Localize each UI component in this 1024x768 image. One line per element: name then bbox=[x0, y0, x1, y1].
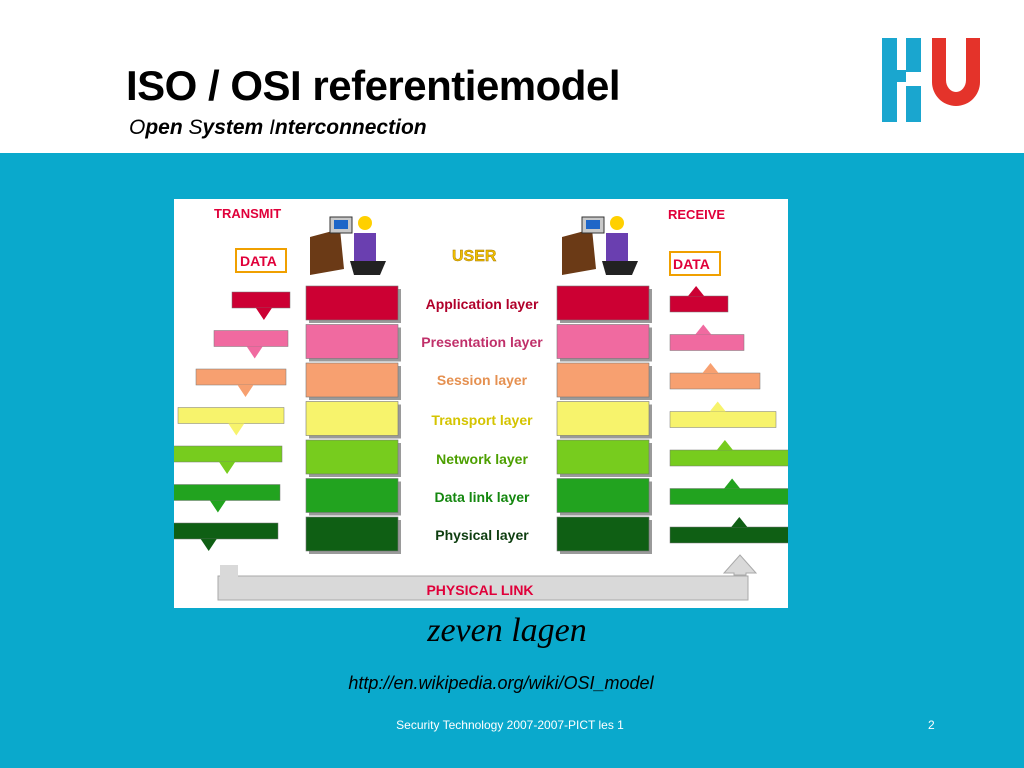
receive-bar-session bbox=[669, 372, 761, 390]
receive-label: RECEIVE bbox=[668, 207, 725, 222]
layer-block-right-presentation bbox=[556, 324, 650, 359]
transmit-bar-physical bbox=[174, 522, 279, 540]
subtitle-s: S bbox=[188, 116, 203, 139]
receive-bar-datalink bbox=[669, 488, 788, 505]
transmit-bar-datalink bbox=[174, 484, 281, 501]
transmit-arrow-presentation bbox=[246, 346, 263, 359]
layer-label-session: Session layer bbox=[437, 372, 528, 388]
layer-block-left-datalink bbox=[305, 478, 399, 513]
data-left-box bbox=[235, 248, 287, 273]
slide-caption: zeven lagen bbox=[427, 612, 587, 649]
user-computer-icon-right bbox=[562, 216, 638, 275]
transmit-bar-session bbox=[195, 368, 287, 386]
data-right-box bbox=[669, 251, 721, 276]
transmit-bar-application bbox=[231, 291, 291, 309]
subtitle-pen: pen bbox=[145, 116, 189, 139]
subtitle-ystem: ystem bbox=[202, 116, 270, 139]
user-computer-icon-left bbox=[310, 216, 386, 275]
receive-arrow-physical bbox=[731, 517, 748, 527]
receive-arrow-application bbox=[688, 286, 705, 296]
logo-h-right-bottom bbox=[906, 86, 921, 122]
osi-diagram: TRANSMIT RECEIVE DATA DATA USER Applicat… bbox=[174, 199, 788, 608]
transmit-bar-network bbox=[174, 445, 283, 463]
receive-arrow-presentation bbox=[695, 324, 712, 335]
transmit-arrow-session bbox=[237, 385, 254, 397]
logo-h-left bbox=[882, 38, 897, 122]
logo-h-right-top bbox=[906, 38, 921, 72]
layer-block-right-session bbox=[556, 362, 650, 398]
subtitle-nterconnection: nterconnection bbox=[274, 116, 427, 139]
hu-logo bbox=[882, 38, 980, 122]
transmit-bar-transport bbox=[177, 407, 285, 424]
logo-h-bar bbox=[897, 70, 906, 82]
page-title: ISO / OSI referentiemodel bbox=[126, 62, 620, 109]
physical-link-label: PHYSICAL LINK bbox=[426, 582, 533, 598]
layer-label-datalink: Data link layer bbox=[435, 489, 530, 505]
layer-block-left-session bbox=[305, 362, 399, 398]
layer-label-presentation: Presentation layer bbox=[421, 334, 543, 350]
data-right-label: DATA bbox=[673, 256, 710, 272]
user-label: USER bbox=[452, 248, 497, 265]
receive-arrow-transport bbox=[709, 401, 726, 412]
layer-stack bbox=[174, 285, 788, 554]
transmit-arrow-physical bbox=[200, 539, 217, 551]
transmit-arrow-datalink bbox=[209, 500, 226, 513]
receive-bar-transport bbox=[669, 411, 777, 428]
page-number: 2 bbox=[928, 718, 935, 732]
slide-footer: Security Technology 2007-2007-PICT les 1 bbox=[396, 718, 624, 732]
logo-u bbox=[932, 38, 980, 106]
layer-block-right-network bbox=[556, 439, 650, 475]
layer-block-right-application bbox=[556, 285, 650, 321]
transmit-label: TRANSMIT bbox=[214, 206, 281, 221]
wikipedia-link[interactable]: http://en.wikipedia.org/wiki/OSI_model bbox=[348, 673, 654, 693]
receive-bar-network bbox=[669, 449, 788, 467]
receive-bar-physical bbox=[669, 526, 788, 544]
receive-arrow-network bbox=[716, 440, 733, 450]
receive-arrow-session bbox=[702, 363, 719, 373]
receive-bar-presentation bbox=[669, 334, 745, 351]
layer-block-right-physical bbox=[556, 516, 650, 552]
layer-block-left-application bbox=[305, 285, 399, 321]
slide-header bbox=[0, 0, 1024, 153]
layer-label-application: Application layer bbox=[426, 296, 539, 312]
layer-block-right-transport bbox=[556, 401, 650, 436]
receive-bar-application bbox=[669, 295, 729, 313]
layer-label-network: Network layer bbox=[436, 451, 528, 467]
layer-label-physical: Physical layer bbox=[435, 527, 529, 543]
subtitle-o: O bbox=[129, 116, 146, 139]
layer-block-left-network bbox=[305, 439, 399, 475]
subtitle-i: I bbox=[269, 116, 275, 139]
layer-block-left-presentation bbox=[305, 324, 399, 359]
layer-block-left-physical bbox=[305, 516, 399, 552]
physical-link-arrow bbox=[217, 554, 758, 601]
layer-labels: Application layer Presentation layer Ses… bbox=[421, 296, 543, 543]
data-left-label: DATA bbox=[240, 253, 277, 269]
page-subtitle: Open System Interconnection bbox=[129, 116, 427, 140]
layer-block-left-transport bbox=[305, 401, 399, 436]
layer-block-right-datalink bbox=[556, 478, 650, 513]
receive-arrow-datalink bbox=[724, 478, 741, 489]
transmit-arrow-network bbox=[219, 462, 236, 474]
transmit-arrow-application bbox=[255, 308, 272, 320]
transmit-bar-presentation bbox=[213, 330, 289, 347]
layer-label-transport: Transport layer bbox=[431, 412, 533, 428]
transmit-arrow-transport bbox=[228, 423, 245, 436]
